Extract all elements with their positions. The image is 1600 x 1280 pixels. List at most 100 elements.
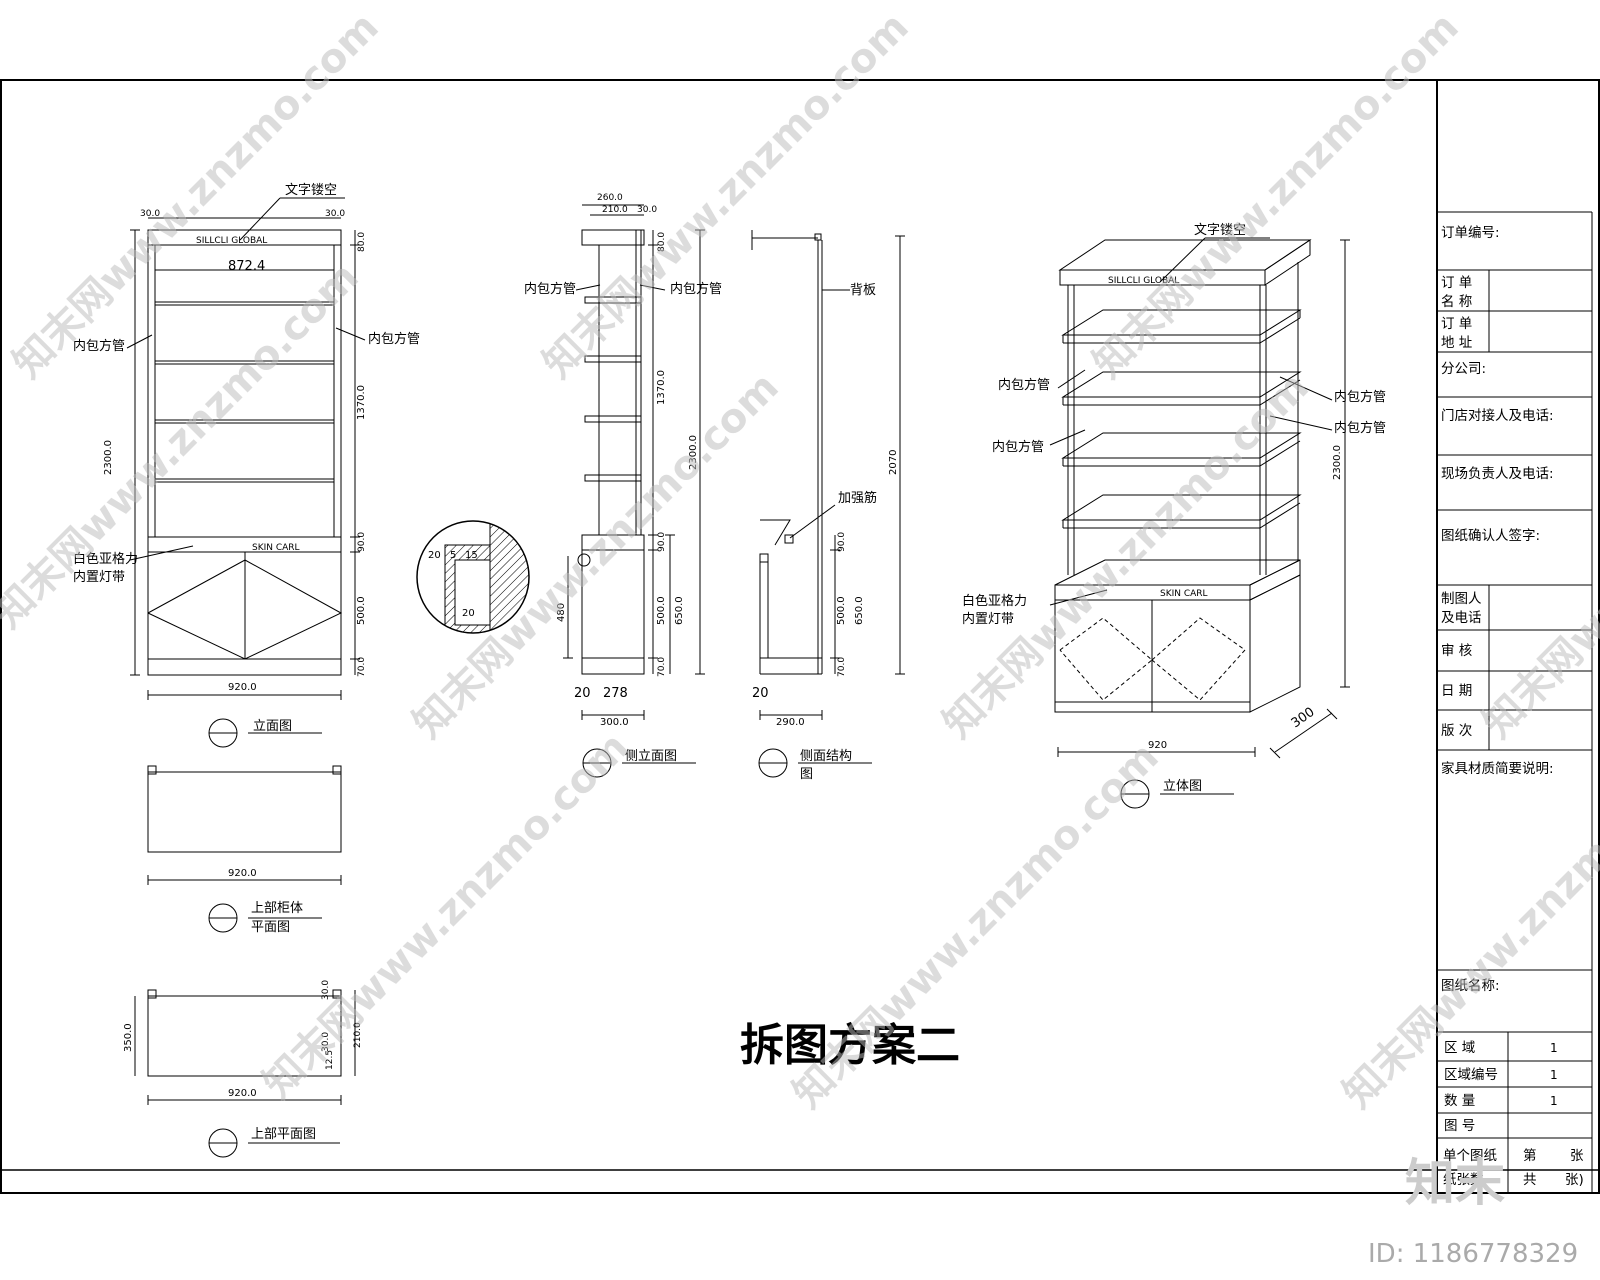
front-height: 2300.0	[103, 440, 114, 475]
tb-drawing-no-label: 图 号	[1444, 1118, 1475, 1134]
image-id: ID: 1186778329	[1368, 1239, 1578, 1269]
watermark-9: 知末网www.znzmo.com	[785, 734, 1168, 1117]
watermark-8: 知末网www.znzmo.com	[255, 724, 638, 1107]
side-caption: 侧立面图	[625, 749, 677, 764]
iso-tube-3: 内包方管	[1334, 389, 1386, 405]
front-dim-top-right: 30.0	[325, 209, 345, 219]
tb-sheet-end-2: 张)	[1565, 1172, 1584, 1188]
iso-engrave-label: 文字镂空	[1194, 223, 1246, 238]
side-band: 90.0	[657, 532, 667, 552]
plan-base-text: 920.0 350.0 30.0 210.0 30.0 12.5 上部平面图	[123, 980, 363, 1142]
side-total: 2300.0	[688, 435, 699, 470]
side-h-top: 80.0	[657, 232, 667, 252]
side-base2: 650.0	[674, 596, 685, 625]
tb-sheet-mid-1: 第	[1523, 1147, 1537, 1164]
tb-area-no-value: 1	[1550, 1068, 1558, 1082]
plan-upper	[147, 765, 342, 933]
section-rib-label: 加强筋	[838, 490, 877, 506]
detail-dim-4: 20	[462, 608, 475, 619]
section-height: 2070	[888, 450, 899, 475]
watermarks: 知末网www.znzmo.com 知末网www.znzmo.com 知末网www…	[0, 4, 1600, 1117]
section-back-label: 背板	[850, 283, 876, 298]
plan-base-d2: 210.0	[353, 1022, 363, 1048]
front-h-foot: 70.0	[357, 657, 367, 677]
side-dim-top-inner: 210.0	[602, 205, 628, 215]
plan-upper-caption-1: 上部柜体	[251, 901, 303, 916]
front-light-1: 白色亚格力	[73, 551, 138, 567]
tb-qty-value: 1	[1550, 1094, 1558, 1108]
iso-view-text: 文字镂空 SILLCLI GLOBAL 内包方管 内包方管 内包方管 内包方管 …	[962, 223, 1386, 794]
plan-base-d1: 30.0	[321, 980, 331, 1000]
front-elevation	[126, 197, 366, 748]
tb-drawing-name: 图纸名称:	[1441, 978, 1500, 994]
tb-area-no-label: 区域编号	[1444, 1067, 1498, 1083]
outer-frame	[0, 79, 1600, 1194]
side-foot: 70.0	[657, 657, 667, 677]
iso-view	[1049, 237, 1350, 809]
side-bottom-a: 20	[574, 686, 591, 701]
section-caption-1: 侧面结构	[800, 749, 852, 764]
tb-material: 家具材质简要说明:	[1441, 760, 1554, 777]
iso-light-1: 白色亚格力	[962, 593, 1027, 609]
tb-version: 版 次	[1441, 723, 1472, 739]
detail-dim-3: 15	[465, 550, 478, 561]
side-dim-top-small: 30.0	[637, 205, 657, 215]
tb-order-addr-1: 订 单	[1441, 316, 1472, 332]
section-caption-2: 图	[800, 767, 813, 782]
side-h-shelves: 1370.0	[656, 370, 667, 405]
tb-sheet-label-1: 单个图纸	[1443, 1148, 1497, 1164]
detail-view: 20 5 15 20	[416, 520, 530, 634]
side-base: 500.0	[656, 596, 667, 625]
tb-site-manager: 现场负责人及电话:	[1441, 466, 1554, 482]
iso-tube-1: 内包方管	[998, 377, 1050, 393]
plan-base-depth: 350.0	[123, 1023, 134, 1052]
tb-area-value: 1	[1550, 1041, 1558, 1055]
brand-logo: 知末	[1405, 1154, 1505, 1212]
front-tube-left: 内包方管	[73, 338, 125, 354]
plan-base-d3: 30.0	[321, 1032, 331, 1052]
side-section-text: 背板 加强筋 2070 90.0 500.0 650.0 70.0 20 290…	[752, 283, 899, 782]
iso-tube-2: 内包方管	[992, 439, 1044, 455]
plan-base-width: 920.0	[228, 1088, 257, 1099]
watermark-2: 知末网www.znzmo.com	[535, 4, 918, 387]
tb-sheet-end-1: 张	[1570, 1148, 1584, 1164]
title-block: 订单编号: 订 单 名 称 订 单 地 址 分公司: 门店对接人及电话: 现场负…	[1436, 80, 1593, 1193]
iso-width: 920	[1148, 740, 1167, 751]
front-sign-bottom: SKIN CARL	[252, 543, 300, 553]
iso-caption: 立体图	[1163, 779, 1202, 794]
tb-drafter-1: 制图人	[1441, 591, 1482, 607]
side-elevation-text: 260.0 210.0 30.0 内包方管 内包方管 80.0 1370.0 2…	[524, 193, 722, 764]
tb-date: 日 期	[1441, 683, 1472, 699]
section-base: 500.0	[836, 596, 847, 625]
side-section	[751, 230, 905, 778]
front-h-top: 80.0	[357, 232, 367, 252]
tb-order-no: 订单编号:	[1441, 225, 1500, 241]
iso-height: 2300.0	[1332, 445, 1343, 480]
front-width: 920.0	[228, 682, 257, 693]
detail-dim-2: 5	[450, 550, 456, 561]
section-bottom-a: 20	[752, 686, 769, 701]
iso-light-2: 内置灯带	[962, 611, 1014, 627]
front-caption: 立面图	[253, 719, 292, 734]
front-light-2: 内置灯带	[73, 569, 125, 585]
plan-upper-text: 920.0 上部柜体 平面图	[228, 868, 303, 935]
watermark-10: 知末网www.znzmo.com	[1335, 734, 1600, 1117]
tb-drafter-2: 及电话	[1441, 610, 1482, 626]
section-band: 90.0	[837, 532, 847, 552]
section-depth: 290.0	[776, 717, 805, 728]
tb-sheet-label-2: 纸张数	[1443, 1172, 1484, 1188]
iso-sign-top: SILLCLI GLOBAL	[1108, 276, 1179, 286]
front-sign-top: SILLCLI GLOBAL	[196, 236, 267, 246]
side-dim-top: 260.0	[597, 193, 623, 203]
plan-upper-caption-2: 平面图	[251, 920, 290, 935]
side-depth: 300.0	[600, 717, 629, 728]
front-inner-width: 872.4	[228, 259, 265, 274]
tb-order-addr-2: 地 址	[1441, 335, 1472, 351]
tb-confirm-sign: 图纸确认人签字:	[1441, 527, 1540, 544]
tb-order-name-2: 名 称	[1441, 294, 1472, 310]
front-h-band: 90.0	[357, 532, 367, 552]
tb-sheet-mid-2: 共	[1523, 1172, 1537, 1188]
tb-order-name-1: 订 单	[1441, 275, 1472, 291]
tb-review: 审 核	[1441, 643, 1472, 659]
